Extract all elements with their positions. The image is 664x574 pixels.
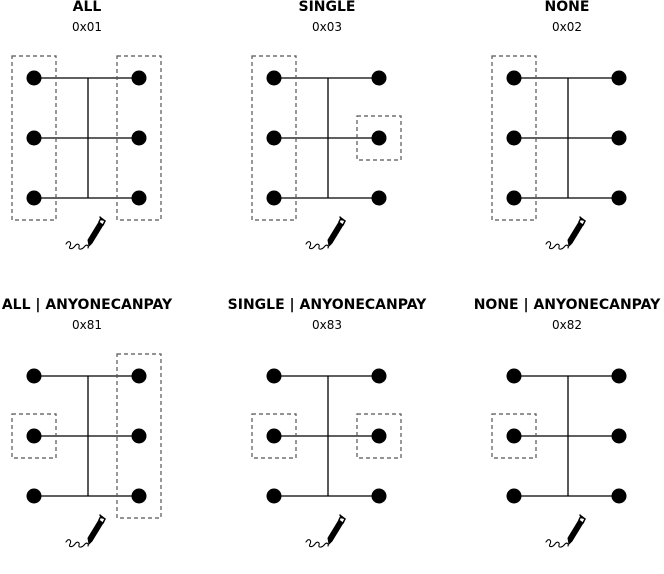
signature-squiggle xyxy=(545,241,569,250)
signed-inputs-box xyxy=(491,55,537,221)
input-node xyxy=(26,368,42,384)
transaction-diagram xyxy=(491,368,627,548)
input-node xyxy=(506,488,522,504)
output-node xyxy=(131,368,147,384)
signature-squiggle xyxy=(545,539,569,548)
signed-inputs-box xyxy=(251,55,297,221)
signature-squiggle xyxy=(305,241,329,250)
input-node xyxy=(266,368,282,384)
panel-none: NONE 0x02 xyxy=(447,0,664,276)
panel-code: 0x01 xyxy=(71,20,102,34)
pen-signature-icon xyxy=(65,216,106,250)
output-node xyxy=(131,190,147,206)
signed-outputs-box xyxy=(356,115,402,161)
pen-body xyxy=(567,519,584,545)
panel-single: SINGLE 0x03 xyxy=(207,0,447,276)
output-node xyxy=(611,190,627,206)
panel-single-anyonecanpay: SINGLE | ANYONECANPAY 0x83 xyxy=(207,297,447,574)
signature-squiggle xyxy=(65,241,89,250)
pen-cap xyxy=(578,514,586,524)
input-node xyxy=(506,190,522,206)
output-node xyxy=(371,130,387,146)
panel-code: 0x81 xyxy=(71,318,102,332)
signed-inputs-box xyxy=(251,413,297,459)
signature-squiggle xyxy=(305,539,329,548)
pen-cap xyxy=(338,514,346,524)
pen-body xyxy=(87,221,104,247)
input-node xyxy=(506,368,522,384)
panel-title: NONE | ANYONECANPAY xyxy=(473,297,661,313)
transaction-diagram xyxy=(11,353,162,548)
input-node xyxy=(26,190,42,206)
pen-body xyxy=(567,221,584,247)
pen-signature-icon xyxy=(65,514,106,548)
output-node xyxy=(611,130,627,146)
pen-signature-icon xyxy=(545,514,586,548)
pen-cap xyxy=(98,514,106,524)
signed-inputs-box xyxy=(491,413,537,459)
transaction-diagram xyxy=(251,55,402,250)
input-node xyxy=(26,70,42,86)
panel-code: 0x83 xyxy=(311,318,342,332)
panel-all-anyonecanpay: ALL | ANYONECANPAY 0x81 xyxy=(0,297,207,574)
input-node xyxy=(266,70,282,86)
input-node xyxy=(506,130,522,146)
panel-title: ALL xyxy=(72,0,102,15)
transaction-diagram xyxy=(11,55,162,250)
pen-signature-icon xyxy=(545,216,586,250)
panel-title: NONE xyxy=(544,0,590,15)
input-node xyxy=(506,428,522,444)
output-node xyxy=(611,488,627,504)
panel-code: 0x03 xyxy=(311,20,342,34)
panel-all: ALL 0x01 xyxy=(0,0,207,276)
transaction-diagram xyxy=(251,368,402,548)
input-node xyxy=(266,428,282,444)
pen-signature-icon xyxy=(305,514,346,548)
input-node xyxy=(266,488,282,504)
signature-squiggle xyxy=(65,539,89,548)
output-node xyxy=(611,70,627,86)
panel-title: SINGLE xyxy=(298,0,356,15)
pen-body xyxy=(87,519,104,545)
input-node xyxy=(266,130,282,146)
input-node xyxy=(266,190,282,206)
input-node xyxy=(26,428,42,444)
signed-inputs-box xyxy=(11,413,57,459)
signed-outputs-box xyxy=(356,413,402,459)
signed-inputs-box xyxy=(11,55,57,221)
input-node xyxy=(26,488,42,504)
panel-none-anyonecanpay: NONE | ANYONECANPAY 0x82 xyxy=(447,297,664,574)
output-node xyxy=(611,368,627,384)
signed-outputs-box xyxy=(116,55,162,221)
pen-body xyxy=(327,221,344,247)
panel-code: 0x82 xyxy=(551,318,582,332)
transaction-diagram xyxy=(491,55,627,250)
pen-body xyxy=(327,519,344,545)
output-node xyxy=(131,130,147,146)
panel-code: 0x02 xyxy=(551,20,582,34)
pen-cap xyxy=(578,216,586,226)
signed-outputs-box xyxy=(116,353,162,519)
output-node xyxy=(611,428,627,444)
input-node xyxy=(26,130,42,146)
output-node xyxy=(371,488,387,504)
input-node xyxy=(506,70,522,86)
panel-title: ALL | ANYONECANPAY xyxy=(1,297,173,313)
pen-signature-icon xyxy=(305,216,346,250)
output-node xyxy=(371,428,387,444)
pen-cap xyxy=(338,216,346,226)
output-node xyxy=(371,190,387,206)
output-node xyxy=(131,70,147,86)
output-node xyxy=(371,368,387,384)
panel-title: SINGLE | ANYONECANPAY xyxy=(227,297,427,313)
output-node xyxy=(131,428,147,444)
output-node xyxy=(131,488,147,504)
output-node xyxy=(371,70,387,86)
pen-cap xyxy=(98,216,106,226)
